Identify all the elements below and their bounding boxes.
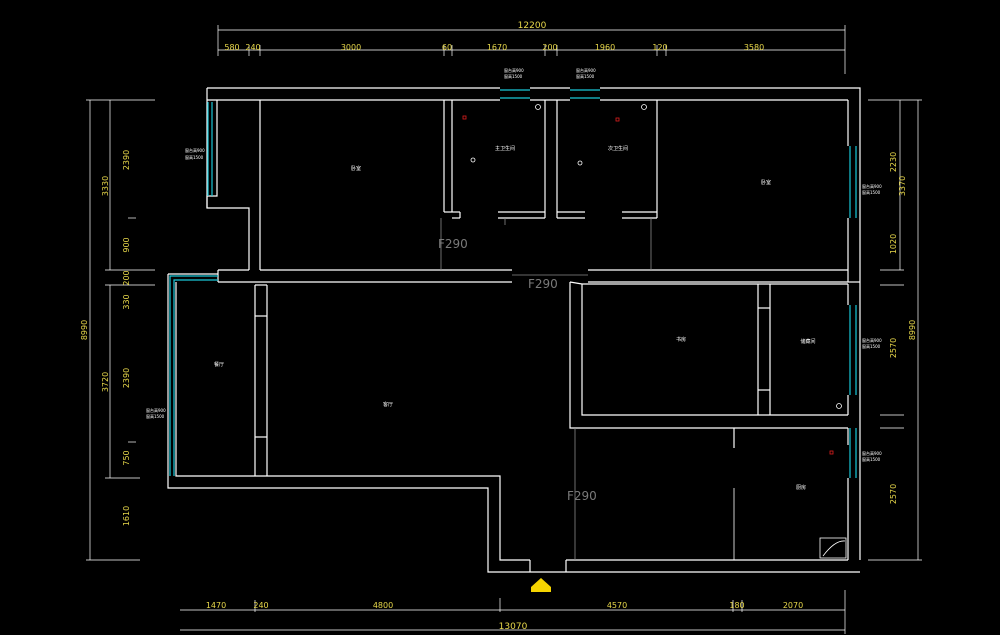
top-dim-9: 3580	[744, 43, 764, 52]
left-dimensions: 8990 3330 3720 2390 900 200 330 2390 750…	[80, 99, 155, 561]
top-dimensions: 12200 580 240 3000 60 1670 200 1960 120 …	[217, 21, 846, 74]
window-note: 窗台高900	[185, 147, 205, 153]
window-note: 窗高1500	[185, 154, 204, 160]
elevation-mark: F290	[528, 277, 558, 291]
bottom-dim-5: 180	[729, 601, 744, 610]
top-dim-3: 3000	[341, 43, 361, 52]
top-dim-7: 1960	[595, 43, 615, 52]
room-label: 客厅	[383, 401, 393, 408]
window-note: 窗高1500	[862, 189, 881, 195]
top-dim-8: 120	[652, 43, 667, 52]
left-dim-5: 2390	[122, 368, 131, 388]
construction-lines	[440, 218, 652, 560]
elevation-mark: F290	[438, 237, 468, 251]
window-note: 窗台高900	[504, 67, 524, 73]
room-label: 书房	[676, 336, 686, 343]
right-dim-1: 2230	[889, 152, 898, 172]
outlet-icon	[615, 117, 620, 122]
right-dim-4: 2570	[889, 484, 898, 504]
room-label: 卧室	[761, 179, 771, 186]
window-note: 窗高1500	[576, 73, 595, 79]
window-right-3	[849, 428, 857, 478]
room-label: 卧室	[351, 165, 361, 172]
window-note: 窗台高900	[862, 183, 882, 189]
bottom-dim-4: 4570	[607, 601, 627, 610]
fixture-symbol	[641, 104, 647, 110]
top-dim-4: 60	[442, 43, 452, 52]
windows	[169, 89, 857, 478]
left-dim-7: 1610	[122, 506, 131, 526]
outlet-icon	[462, 115, 467, 120]
window-right-2	[849, 305, 857, 395]
left-dim-1: 2390	[122, 150, 131, 170]
bottom-dim-1: 1470	[206, 601, 226, 610]
top-dim-1: 580	[224, 43, 239, 52]
outlet-icon	[829, 450, 834, 455]
top-total-dimension: 12200	[518, 21, 547, 31]
room-label: 餐厅	[214, 361, 224, 368]
right-dim-3: 2570	[889, 338, 898, 358]
room-label: 主卫生间	[495, 145, 515, 152]
left-dim-4: 330	[122, 294, 131, 309]
window-balcony-left	[207, 102, 213, 196]
left-dim-3: 200	[122, 270, 131, 285]
left-group-2: 3720	[101, 372, 110, 392]
fixtures	[462, 104, 842, 455]
bottom-total-dimension: 13070	[499, 622, 528, 632]
bottom-dim-2: 240	[253, 601, 268, 610]
fixture-symbol	[577, 160, 583, 166]
window-top-1	[500, 89, 530, 99]
window-note: 窗高1500	[862, 343, 881, 349]
walls	[167, 87, 861, 573]
window-note: 窗高1500	[862, 456, 881, 462]
top-dim-6: 200	[542, 43, 557, 52]
elevation-mark: F290	[567, 489, 597, 503]
top-dim-5: 1670	[487, 43, 507, 52]
fixture-symbol	[836, 403, 842, 409]
room-label: 次卫生间	[608, 145, 628, 152]
window-note: 窗台高900	[862, 450, 882, 456]
fixture-symbol	[470, 157, 476, 163]
fixture-symbol	[535, 104, 541, 110]
left-total-dimension: 8990	[80, 320, 89, 340]
room-label: 储藏间	[800, 338, 815, 345]
window-top-2	[570, 89, 600, 99]
window-note: 窗台高900	[576, 67, 596, 73]
right-dimensions: 8990 3370 2230 1020 2570 2570	[868, 99, 922, 561]
window-note: 窗高1500	[146, 413, 165, 419]
right-group: 3370	[898, 176, 907, 196]
room-label: 厨房	[796, 484, 806, 491]
left-group-1: 3330	[101, 176, 110, 196]
entrance-arrow-icon	[531, 578, 551, 592]
window-note: 窗台高900	[146, 407, 166, 413]
right-total-dimension: 8990	[908, 320, 917, 340]
bottom-dimensions: 13070 1470 240 4800 4570 180 2070	[180, 590, 846, 634]
bottom-dim-3: 4800	[373, 601, 393, 610]
window-right-1	[849, 146, 857, 218]
left-dim-6: 750	[122, 450, 131, 465]
right-dim-2: 1020	[889, 234, 898, 254]
left-dim-2: 900	[122, 237, 131, 252]
window-note: 窗台高900	[862, 337, 882, 343]
bottom-dim-6: 2070	[783, 601, 803, 610]
window-left-lower	[169, 275, 218, 476]
top-dim-2: 240	[245, 43, 260, 52]
window-note: 窗高1500	[504, 73, 523, 79]
